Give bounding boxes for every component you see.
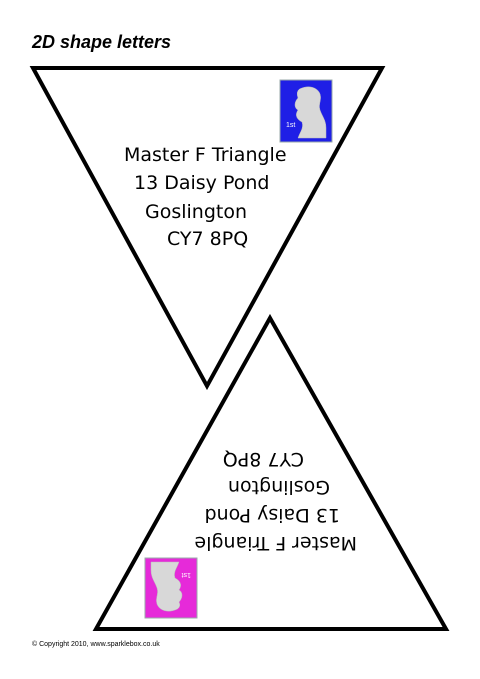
page-title: 2D shape letters [32,32,172,52]
letter-bottom: 1st Master F Triangle 13 Daisy Pond Gosl… [92,313,450,631]
address-line-4: CY7 8PQ [167,228,248,250]
address-line-1: Master F Triangle [124,144,287,166]
address-line-2: 13 Daisy Pond [134,172,269,194]
address-line-4: CY7 8PQ [223,448,304,470]
queen-head-icon [294,86,327,139]
address-line-2: 13 Daisy Pond [205,504,340,526]
copyright-notice: © Copyright 2010, www.sparklebox.co.uk [32,641,160,648]
letter-top: 1st Master F Triangle 13 Daisy Pond Gosl… [29,66,386,391]
triangle-envelope-bottom [92,313,450,631]
address-line-3: Goslington [228,476,330,498]
triangle-envelope-top [29,66,386,391]
stamp-top: 1st [279,79,333,143]
address-line-1: Master F Triangle [194,532,357,554]
stamp-top-label: 1st [286,122,295,129]
letter-bottom-rotated-content: 1st Master F Triangle 13 Daisy Pond Gosl… [144,448,357,619]
stamp-bottom: 1st [144,557,198,619]
stamp-bottom-label: 1st [182,571,191,578]
address-line-3: Goslington [145,201,247,223]
queen-head-icon [150,561,183,612]
